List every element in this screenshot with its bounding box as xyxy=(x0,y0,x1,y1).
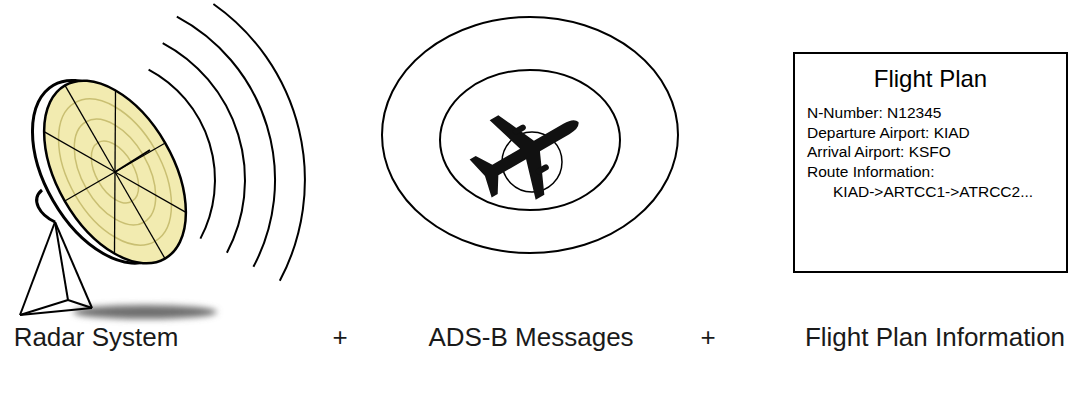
field-line: Departure Airport: KIAD xyxy=(807,123,1054,143)
source-label: Radar System xyxy=(14,322,179,353)
radar-waves xyxy=(149,4,305,281)
flight-plan-box: Flight PlanN-Number: N12345Departure Air… xyxy=(793,52,1068,273)
field-line: KIAD->ARTCC1->ATRCC2... xyxy=(807,182,1054,202)
source-label: Flight Plan Information xyxy=(805,322,1065,353)
radar-feed xyxy=(115,150,150,172)
box-heading: Flight Plan xyxy=(807,64,1054,95)
field-line: Route Information: xyxy=(807,162,1054,182)
plus-sign: + xyxy=(332,322,347,353)
radar-dish xyxy=(3,51,215,292)
airplane-silhouette xyxy=(458,82,602,218)
adsb-rings xyxy=(382,17,678,253)
radar-shadow xyxy=(73,305,217,319)
field-line: Arrival Airport: KSFO xyxy=(807,142,1054,162)
field-line: N-Number: N12345 xyxy=(807,103,1054,123)
plus-sign: + xyxy=(700,322,715,353)
source-label: ADS-B Messages xyxy=(428,322,633,353)
